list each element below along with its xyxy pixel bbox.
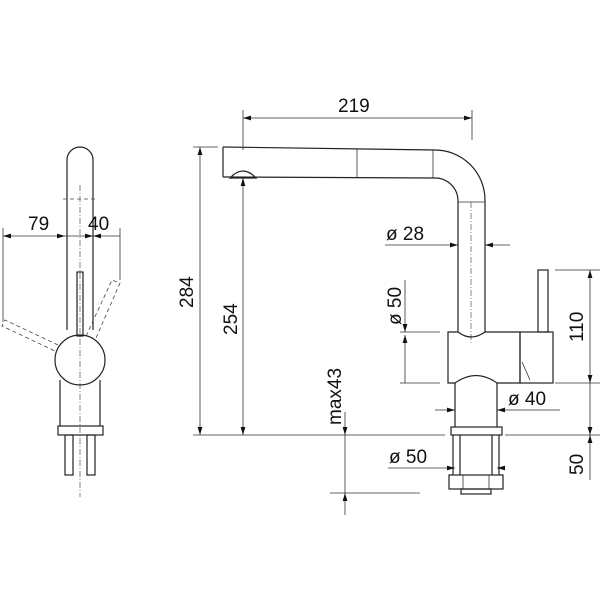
- side-prong-left: [64, 434, 74, 476]
- spout-inner: [222, 176, 459, 332]
- lever-base: [519, 331, 554, 384]
- mount-end: [460, 488, 492, 495]
- dim-max43-label: max43: [325, 368, 346, 425]
- front-view: 219 284 254 max43 ø 28 ø 50 ø 40: [177, 96, 600, 515]
- side-view: 79 40: [1, 146, 121, 497]
- side-lever-front-dashed: [85, 279, 121, 339]
- dim-79-label: 79: [28, 214, 49, 235]
- dim-28-label: ø 28: [386, 224, 424, 245]
- side-lever-back-dashed: [1, 319, 59, 352]
- base-flange: [450, 426, 503, 436]
- dim-base-50-label: 50: [567, 454, 588, 475]
- dim-40-label: 40: [88, 214, 109, 235]
- aerator-icon: [228, 170, 258, 179]
- side-flange: [57, 425, 104, 436]
- dim-284-label: 284: [177, 276, 198, 308]
- dim-219-label: 219: [338, 96, 370, 117]
- dim-base-40-label: ø 40: [508, 389, 546, 410]
- dim-mount-50-label: ø 50: [389, 447, 427, 468]
- side-prong-right: [86, 434, 96, 476]
- side-spout-pipe: [66, 146, 94, 330]
- dim-110-label: 110: [567, 312, 588, 342]
- side-body-circle: [54, 334, 106, 386]
- side-base: [59, 380, 101, 426]
- side-lever: [76, 271, 84, 337]
- spout-outer: [222, 146, 486, 332]
- mount-nut: [448, 474, 504, 490]
- lever-base-detail: [521, 361, 531, 381]
- dim-body-50-label: ø 50: [385, 287, 406, 325]
- body: [447, 331, 521, 384]
- base-column: [454, 383, 498, 427]
- mount-shank: [452, 435, 500, 475]
- lever-handle: [537, 269, 549, 333]
- dim-254-label: 254: [221, 303, 242, 335]
